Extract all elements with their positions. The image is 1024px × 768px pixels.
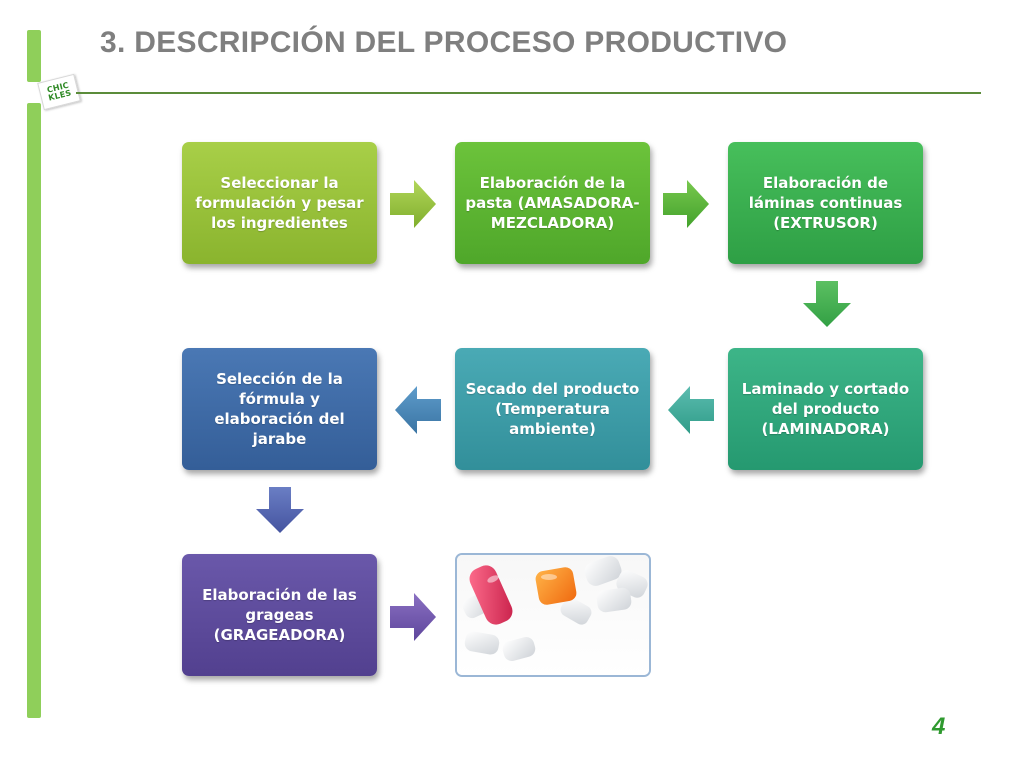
arrow-right-icon [663, 180, 709, 228]
step-laminate-cut: Laminado y cortado del producto (LAMINAD… [728, 348, 923, 470]
arrow-left-icon [395, 386, 441, 434]
step-paste-elaboration: Elaboración de la pasta (AMASADORA-MEZCL… [455, 142, 650, 264]
chicles-logo: CHIC KLES [37, 73, 81, 111]
title-divider [76, 92, 981, 94]
arrow-down-icon [256, 487, 304, 533]
step-select-formulation: Seleccionar la formulación y pesar los i… [182, 142, 377, 264]
accent-bar-top [27, 30, 41, 82]
step-continuous-sheets: Elaboración de láminas continuas (EXTRUS… [728, 142, 923, 264]
gum-pellets-photo [455, 553, 651, 677]
arrow-left-icon [668, 386, 714, 434]
arrow-down-icon [803, 281, 851, 327]
step-dragee-elaboration: Elaboración de las grageas (GRAGEADORA) [182, 554, 377, 676]
step-drying: Secado del producto (Temperatura ambient… [455, 348, 650, 470]
accent-bar-side [27, 103, 41, 718]
arrow-right-icon [390, 180, 436, 228]
gum-pellets-illustration [457, 555, 649, 675]
slide-title: 3. DESCRIPCIÓN DEL PROCESO PRODUCTIVO [100, 26, 788, 59]
step-syrup-formula: Selección de la fórmula y elaboración de… [182, 348, 377, 470]
page-number: 4 [932, 713, 946, 740]
arrow-right-icon [390, 593, 436, 641]
